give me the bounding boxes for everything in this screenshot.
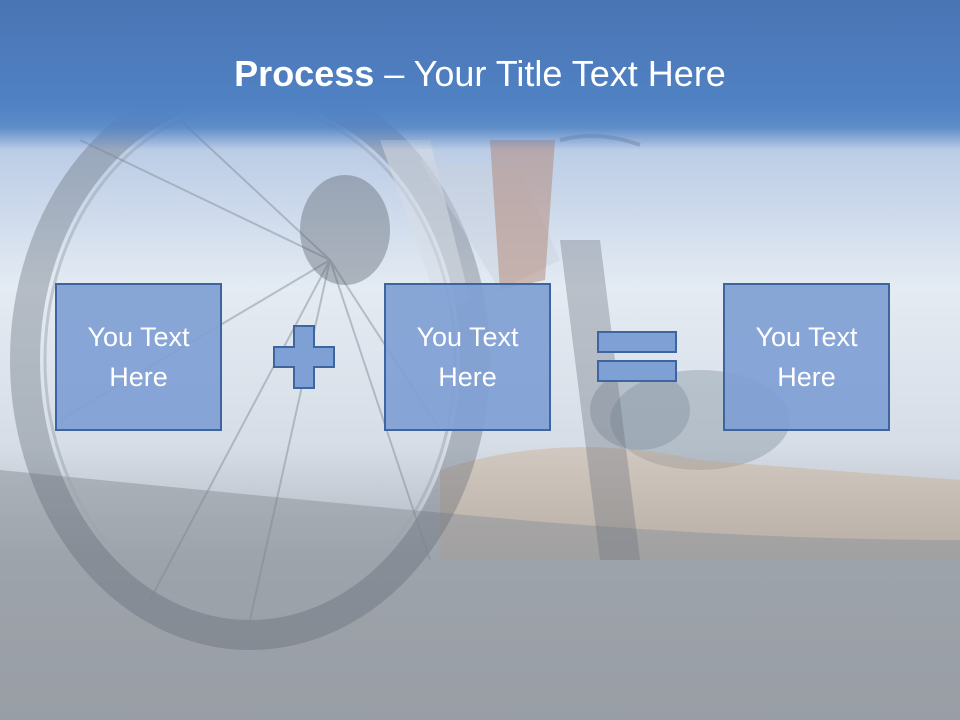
box-1-line-2: Here bbox=[109, 362, 168, 392]
title-rest-text: – Your Title Text Here bbox=[374, 53, 726, 94]
process-box-3[interactable]: You Text Here bbox=[723, 283, 890, 431]
box-1-line-1: You Text bbox=[87, 322, 190, 352]
process-box-2[interactable]: You Text Here bbox=[384, 283, 551, 431]
slide-title[interactable]: Process – Your Title Text Here bbox=[0, 52, 960, 96]
box-3-line-2: Here bbox=[777, 362, 836, 392]
box-3-line-1: You Text bbox=[755, 322, 858, 352]
title-bold-text: Process bbox=[234, 53, 375, 94]
title-bar bbox=[0, 0, 960, 150]
plus-icon bbox=[273, 325, 335, 389]
box-2-line-1: You Text bbox=[416, 322, 519, 352]
box-2-line-2: Here bbox=[438, 362, 497, 392]
process-box-1[interactable]: You Text Here bbox=[55, 283, 222, 431]
equals-icon bbox=[597, 331, 677, 382]
